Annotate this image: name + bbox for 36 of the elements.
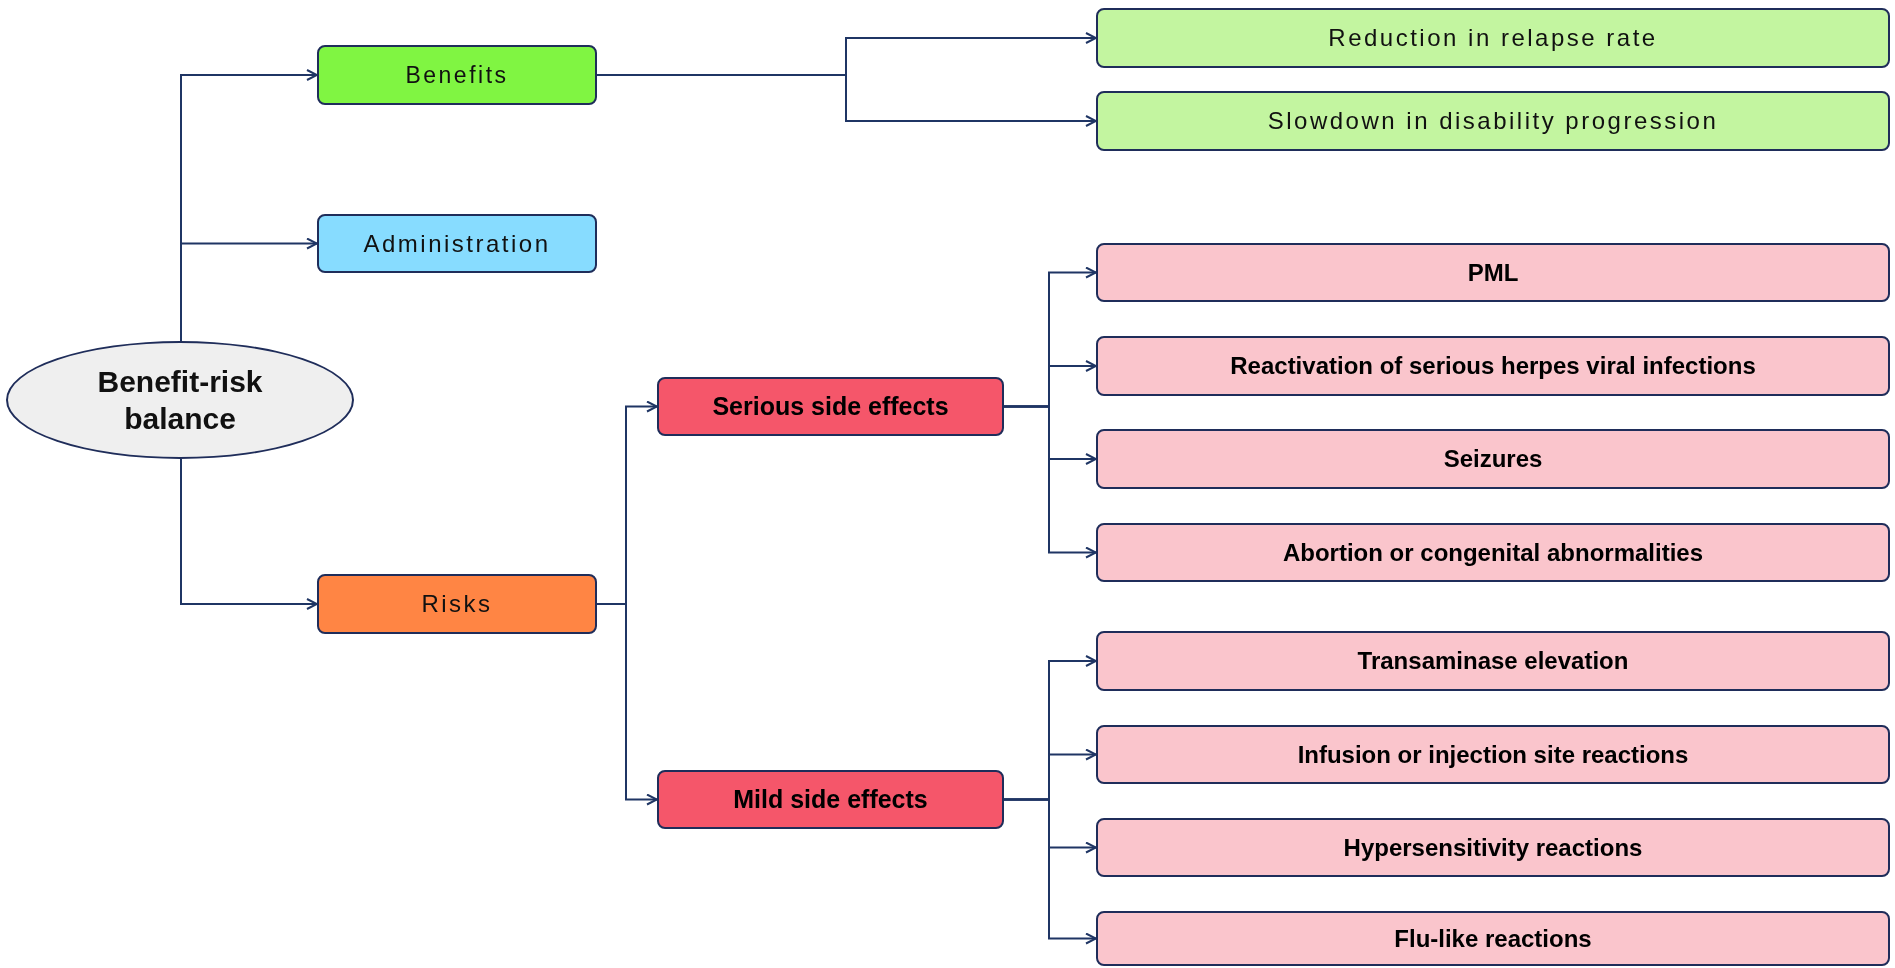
node-label: Seizures — [1443, 444, 1543, 474]
category-box — [317, 574, 597, 634]
node-label: Slowdown in disability progression — [1267, 106, 1719, 136]
node-label: Risks — [421, 589, 493, 619]
category-box — [657, 770, 1004, 829]
category-box — [1096, 725, 1890, 784]
connector-arrow — [596, 603, 658, 806]
node-label: Hypersensitivity reactions — [1343, 832, 1643, 863]
connector-arrow — [180, 237, 318, 342]
category-box — [1096, 911, 1890, 966]
node-label: Mild side effects — [733, 783, 928, 815]
node-label: Infusion or injection site reactions — [1297, 739, 1689, 770]
category-box — [317, 45, 597, 105]
node-label: Serious side effects — [712, 390, 949, 422]
node-label: Transaminase elevation — [1357, 646, 1629, 676]
node-label: PML — [1467, 257, 1519, 288]
category-box — [1096, 243, 1890, 302]
category-box — [1096, 523, 1890, 582]
node-label: Flu-like reactions — [1394, 923, 1592, 954]
node-label: Reduction in relapse rate — [1328, 23, 1658, 53]
category-box — [1096, 631, 1890, 691]
category-box — [1096, 818, 1890, 877]
node-label: Benefit-risk balance — [96, 363, 264, 437]
category-box — [1096, 429, 1890, 489]
node-label: Benefits — [405, 60, 509, 90]
connector-arrow — [1003, 798, 1097, 945]
category-box — [1096, 8, 1890, 68]
category-box — [657, 377, 1004, 436]
node-label: Reactivation of serious herpes viral infections — [1230, 351, 1756, 381]
connector-arrow — [1003, 405, 1097, 559]
category-box — [317, 214, 597, 273]
connector-arrow — [180, 458, 318, 610]
node-label: Administration — [363, 228, 551, 259]
category-box — [1096, 91, 1890, 151]
node-label: Abortion or congenital abnormalities — [1282, 537, 1703, 568]
category-box — [1096, 336, 1890, 396]
